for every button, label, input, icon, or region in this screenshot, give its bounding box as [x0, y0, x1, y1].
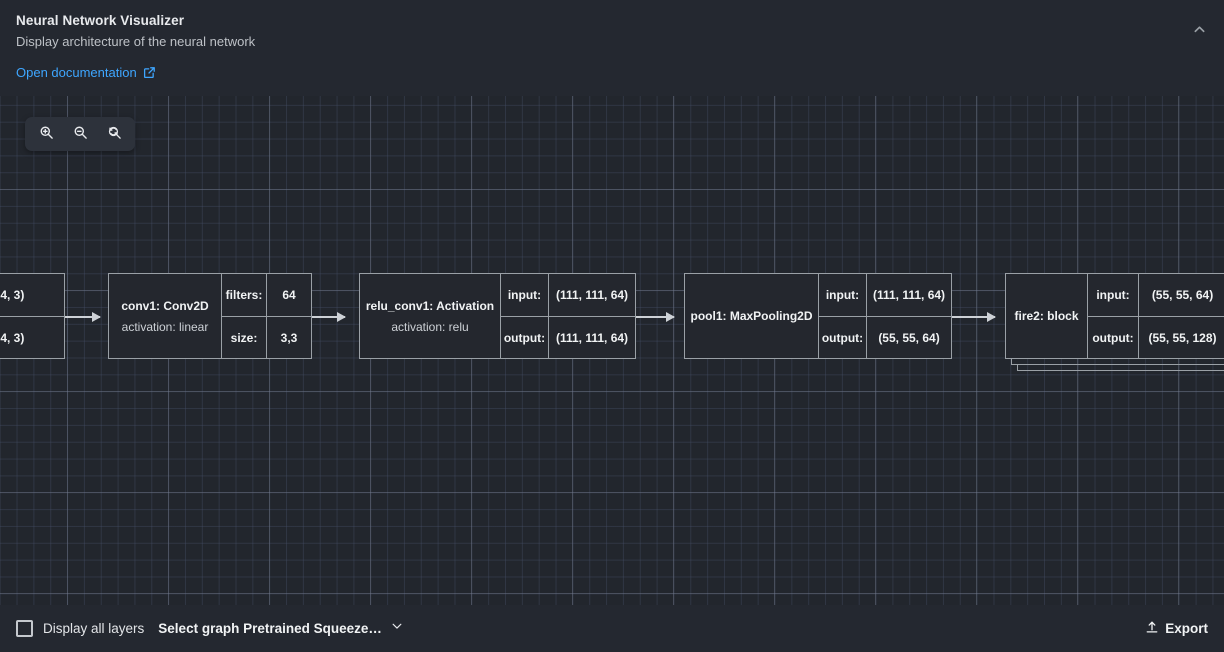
node-row: input: (111, 111, 64): [501, 274, 635, 316]
node-cell-key: input:: [825, 288, 860, 302]
node-header: conv1: Conv2D activation: linear: [109, 274, 221, 358]
panel-footer: Display all layers Select graph Pretrain…: [0, 605, 1224, 652]
select-graph-dropdown[interactable]: Select graph Pretrained Squeeze…: [158, 619, 404, 638]
export-button[interactable]: Export: [1145, 620, 1208, 637]
node-cell-value: (55, 55, 64): [866, 317, 951, 358]
display-all-layers-label: Display all layers: [43, 621, 145, 636]
node-title: fire2: block: [1014, 309, 1079, 323]
node-cell-key: size:: [230, 330, 258, 345]
node-row: output: (55, 55, 128): [1088, 316, 1224, 358]
node-cell-value: (111, 111, 64): [548, 274, 635, 316]
graph-node-fire2[interactable]: fire2: block input: (55, 55, 64) output:…: [1005, 273, 1224, 359]
node-header: pool1: MaxPooling2D: [685, 274, 818, 358]
graph-node-input[interactable]: 24, 3) 24, 3): [0, 273, 65, 359]
collapse-panel-button[interactable]: [1186, 18, 1212, 44]
node-header: relu_conv1: Activation activation: relu: [360, 274, 500, 358]
zoom-reset-button[interactable]: [97, 119, 131, 149]
node-row: 24, 3): [0, 274, 64, 316]
node-cell-key: input:: [507, 288, 542, 302]
page-title: Neural Network Visualizer: [16, 13, 185, 28]
node-cell-value: 24, 3): [0, 288, 25, 302]
graph-node-stack-shadow: [1011, 359, 1224, 365]
node-cell-value: (111, 111, 64): [866, 274, 951, 316]
select-graph-label: Select graph Pretrained Squeeze…: [158, 621, 382, 636]
graph-node-stack-shadow: [1017, 365, 1224, 371]
graph-canvas[interactable]: 24, 3) 24, 3) conv1: Conv2D activation: …: [0, 96, 1224, 605]
export-label: Export: [1165, 621, 1208, 636]
chevron-down-icon: [390, 619, 404, 638]
node-row: filters: 64: [222, 274, 311, 316]
node-header: fire2: block: [1006, 274, 1087, 358]
graph-node-pool1[interactable]: pool1: MaxPooling2D input: (111, 111, 64…: [684, 273, 952, 359]
zoom-in-icon: [39, 125, 54, 143]
node-title: pool1: MaxPooling2D: [690, 309, 813, 323]
node-cell-key: output:: [1092, 330, 1134, 345]
node-cell-value: 24, 3): [0, 330, 25, 345]
node-cell-key: output:: [503, 330, 546, 345]
node-cell-value: (55, 55, 128): [1138, 317, 1224, 358]
graph-node-conv1[interactable]: conv1: Conv2D activation: linear filters…: [108, 273, 312, 359]
node-row: 24, 3): [0, 316, 64, 358]
node-row: input: (111, 111, 64): [819, 274, 951, 316]
node-row: input: (55, 55, 64): [1088, 274, 1224, 316]
node-cell-key: filters:: [225, 288, 263, 302]
node-cell-value: 3,3: [266, 317, 311, 358]
checkbox-box[interactable]: [16, 620, 33, 637]
node-title: conv1: Conv2D: [121, 298, 209, 313]
node-cell-value: (55, 55, 64): [1138, 274, 1224, 316]
node-row: size: 3,3: [222, 316, 311, 358]
open-documentation-label: Open documentation: [16, 65, 137, 80]
page-subtitle: Display architecture of the neural netwo…: [16, 34, 256, 49]
node-cell-key: output:: [821, 330, 864, 345]
zoom-out-button[interactable]: [63, 119, 97, 149]
zoom-reset-icon: [107, 125, 122, 143]
node-row: output: (55, 55, 64): [819, 316, 951, 358]
zoom-toolbar: [25, 117, 135, 151]
graph-edge: [63, 312, 101, 322]
external-link-icon: [143, 66, 156, 79]
display-all-layers-checkbox[interactable]: Display all layers: [16, 620, 144, 637]
export-icon: [1145, 620, 1159, 637]
panel-header: Neural Network Visualizer Display archit…: [0, 0, 1224, 96]
node-cell-key: input:: [1096, 288, 1130, 302]
node-row: output: (111, 111, 64): [501, 316, 635, 358]
node-subtitle: activation: linear: [121, 319, 209, 334]
open-documentation-link[interactable]: Open documentation: [16, 65, 156, 80]
zoom-in-button[interactable]: [29, 119, 63, 149]
node-cell-value: 64: [266, 274, 311, 316]
node-title: relu_conv1: Activation: [365, 298, 495, 313]
graph-node-relu-conv1[interactable]: relu_conv1: Activation activation: relu …: [359, 273, 636, 359]
zoom-out-icon: [73, 125, 88, 143]
node-subtitle: activation: relu: [391, 319, 469, 334]
graph-edge: [633, 312, 675, 322]
graph-edge: [917, 312, 996, 322]
node-cell-value: (111, 111, 64): [548, 317, 635, 358]
chevron-up-icon: [1192, 22, 1207, 40]
